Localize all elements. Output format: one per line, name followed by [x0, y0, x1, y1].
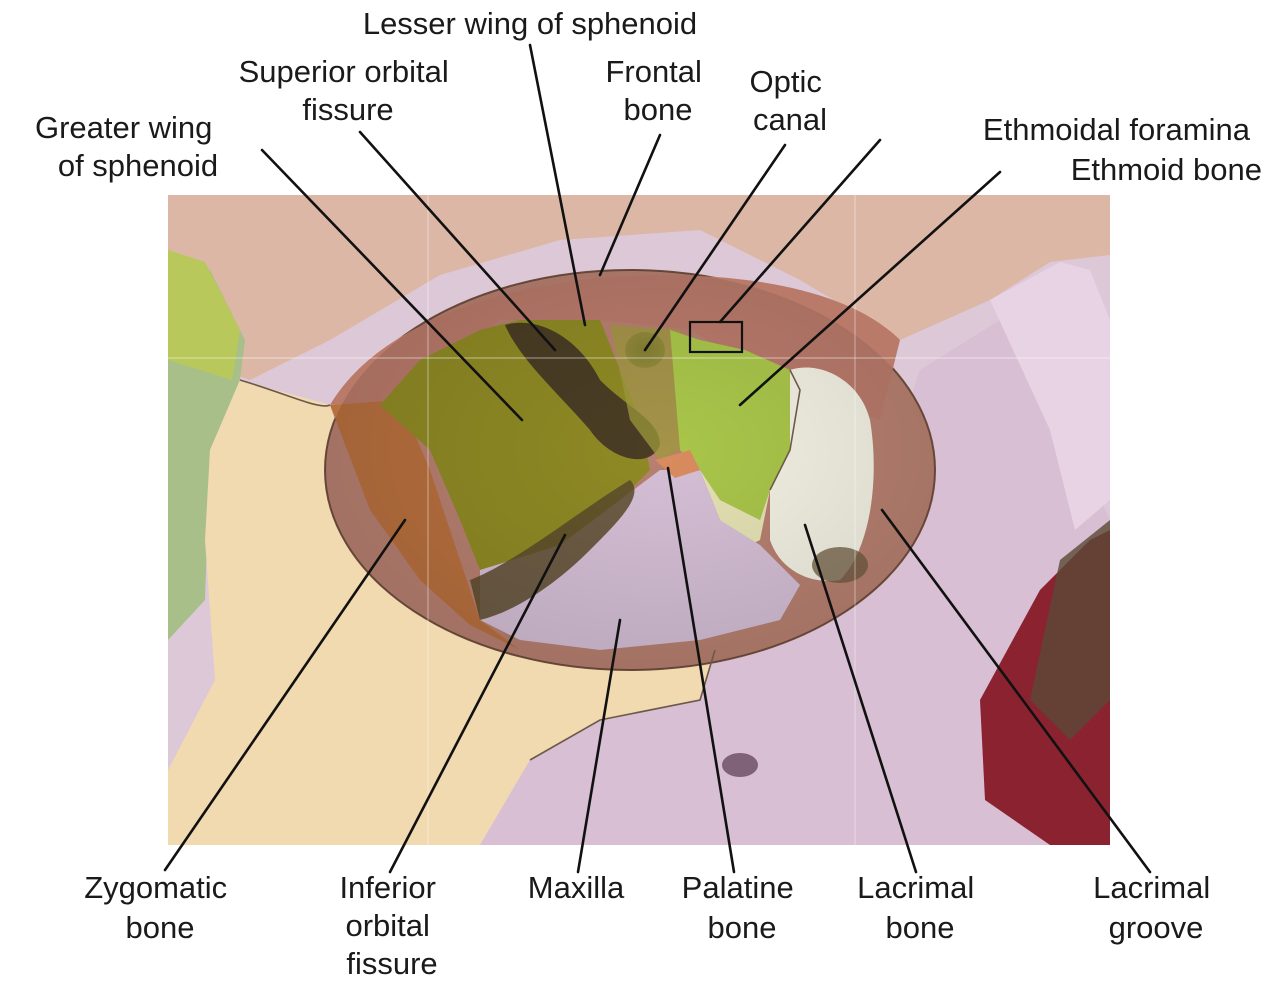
label-inferior-fissure: Inferior orbital fissure [339, 870, 444, 981]
label-lacrimal-bone: Lacrimal bone [857, 870, 983, 945]
orbit-shading [325, 270, 935, 670]
label-superior-fissure: Superior orbital fissure [239, 54, 458, 127]
label-frontal-bone: Frontal bone [605, 54, 710, 127]
label-palatine-bone: Palatine bone [682, 870, 803, 945]
orbit-illustration [168, 195, 1110, 845]
label-zygomatic-bone: Zygomatic bone [84, 870, 236, 945]
label-lesser-wing: Lesser wing of sphenoid [363, 6, 697, 41]
label-lacrimal-groove: Lacrimal groove [1093, 870, 1219, 945]
label-maxilla: Maxilla [528, 870, 625, 905]
label-greater-wing: Greater wing of sphenoid [35, 110, 221, 183]
label-optic-canal: Optic canal [750, 64, 831, 137]
infraorbital-foramen [722, 753, 758, 777]
label-ethmoidal-foramina: Ethmoidal foramina [983, 112, 1251, 147]
label-ethmoid-bone: Ethmoid bone [1071, 152, 1262, 187]
